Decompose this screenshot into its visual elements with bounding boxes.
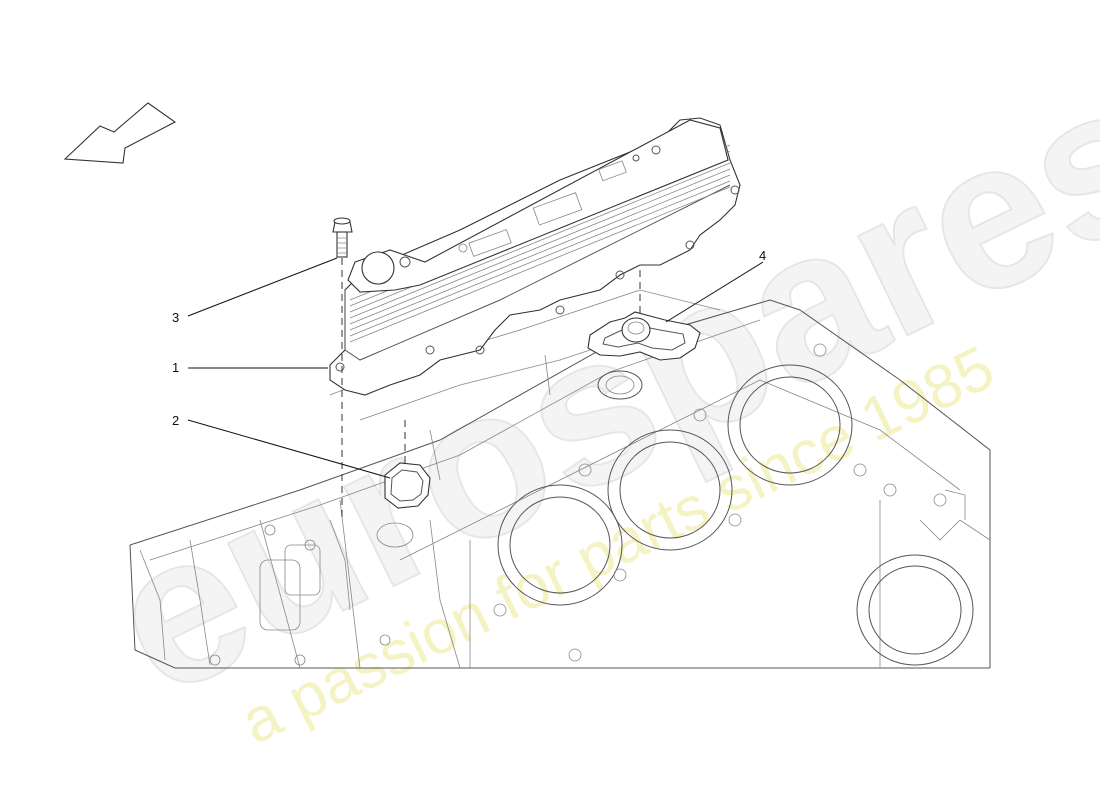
mounting-bolt (332, 217, 353, 258)
engine-block (129, 289, 991, 669)
gasket-seal (384, 462, 431, 509)
leader-3 (187, 257, 338, 317)
direction-arrow-icon (63, 102, 177, 164)
callout-3: 3 (172, 310, 179, 325)
callout-labels: 3 1 2 4 (172, 248, 766, 428)
watermark: eurospares a passion for parts since 198… (76, 32, 1100, 758)
leader-2 (187, 419, 391, 479)
oil-cooler (329, 117, 741, 396)
callout-1: 1 (172, 360, 179, 375)
shaped-gasket (587, 311, 701, 361)
leader-lines (187, 257, 764, 479)
callout-4: 4 (759, 248, 766, 263)
callout-2: 2 (172, 413, 179, 428)
leader-4 (665, 261, 764, 323)
